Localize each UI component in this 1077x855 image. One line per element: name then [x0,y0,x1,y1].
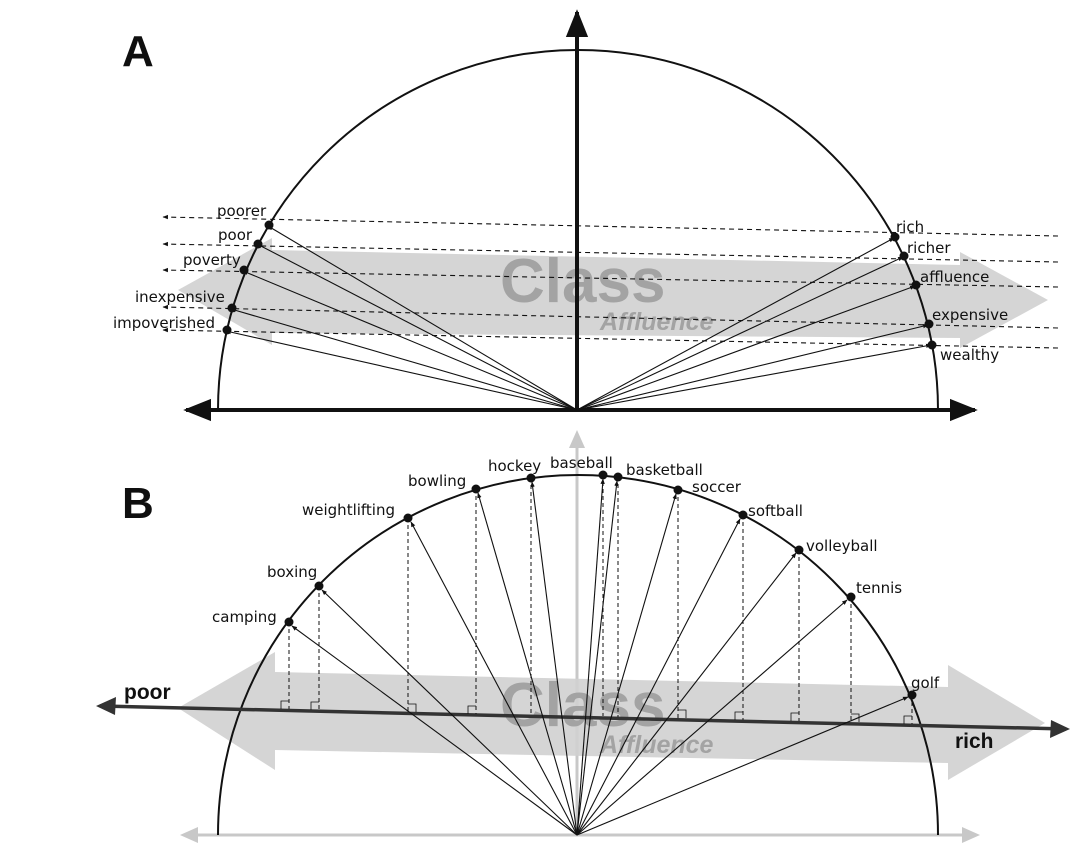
panel-b-vectors [291,478,909,836]
panel-a: A Class Affluence [113,9,1059,422]
point-expensive [924,319,934,329]
point-rich [890,232,900,242]
word-richer: richer [907,239,951,257]
panel-a-class-text: Class [500,247,665,316]
panel-b-semicircle [217,474,939,836]
panel-a-letter: A [122,27,154,76]
point-soccer [673,485,683,495]
point-softball [738,510,748,520]
word-poor: poor [218,226,253,244]
point-weightlifting [403,513,413,523]
word-golf: golf [911,674,940,692]
point-inexpensive [227,303,237,313]
word-volleyball: volleyball [806,537,878,555]
point-volleyball [794,545,804,555]
panel-b-faint-arrowhead-right [962,827,980,843]
word-affluence: affluence [920,268,989,286]
panel-b-faint-arrowhead-left [180,827,198,843]
panel-b-right-angle-markers [280,700,912,724]
word-boxing: boxing [267,563,317,581]
panel-a-class-arrow [178,238,1048,348]
word-bowling: bowling [408,472,466,490]
word-softball: softball [748,502,803,520]
panel-b: B Class Affluence poor rich [96,430,1070,843]
point-boxing [314,581,324,591]
panel-a-affluence-text: Affluence [599,308,714,336]
word-camping: camping [212,608,277,626]
word-hockey: hockey [488,457,541,475]
word-baseball: baseball [550,454,613,472]
point-bowling [471,484,481,494]
word-soccer: soccer [692,478,742,496]
word-poorer: poorer [217,202,267,220]
panel-b-axis-arrowhead-left [96,697,116,715]
point-hockey [526,473,536,483]
word-weightlifting: weightlifting [302,501,395,519]
panel-b-faint-arrowhead-up [569,430,585,448]
panel-a-points [222,220,937,350]
word-inexpensive: inexpensive [135,288,225,306]
point-poor [253,239,263,249]
point-poverty [239,265,249,275]
word-wealthy: wealthy [940,346,999,364]
point-golf [907,690,917,700]
panel-b-axis-arrowhead-right [1050,720,1070,738]
word-basketball: basketball [626,461,703,479]
point-poorer [264,220,274,230]
word-tennis: tennis [856,579,902,597]
panel-b-affluence-text: Affluence [599,731,714,759]
axis-label-poor: poor [124,681,171,704]
point-basketball [613,472,623,482]
word-expensive: expensive [932,306,1008,324]
panel-b-points [284,470,917,700]
panel-a-vectors [225,225,932,411]
point-wealthy [927,340,937,350]
panel-b-class-text: Class [500,671,665,740]
panel-b-letter: B [122,479,154,528]
word-poverty: poverty [183,251,241,269]
word-impoverished: impoverished [113,314,215,332]
axis-label-rich: rich [955,730,994,753]
point-richer [899,251,909,261]
point-impoverished [222,325,232,335]
word-rich: rich [896,218,924,236]
point-affluence [911,280,921,290]
point-tennis [846,592,856,602]
point-camping [284,617,294,627]
point-baseball [598,470,608,480]
panel-b-projection-axis [99,704,1067,731]
